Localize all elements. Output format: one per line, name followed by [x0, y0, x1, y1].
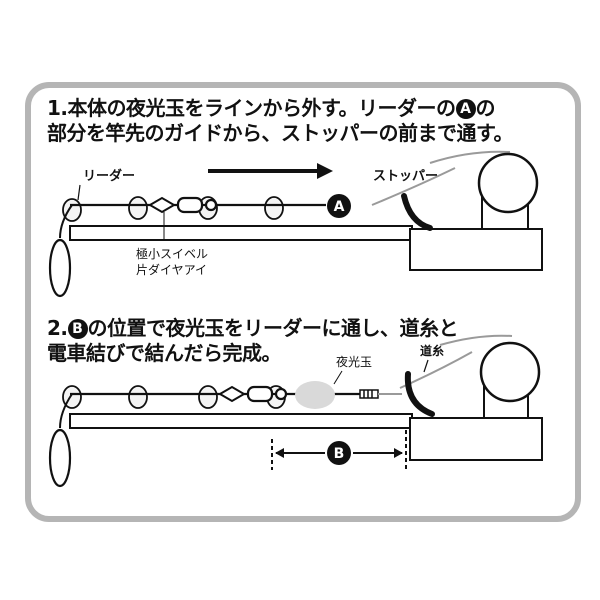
- guide-ring: [128, 385, 148, 409]
- stopper-1: [401, 193, 433, 231]
- step2-prefix: 2.: [47, 316, 68, 340]
- marker-a-label: A: [334, 199, 345, 215]
- swivel-1: [148, 196, 218, 214]
- step2-text: の位置で夜光玉をリーダーに通し、道糸と: [87, 316, 459, 340]
- reel-spool-2: [479, 341, 541, 403]
- marker-b-label: B: [334, 446, 345, 462]
- main-line-knot: [404, 371, 435, 417]
- leader-label: リーダー: [83, 168, 135, 184]
- marker-a-badge: A: [455, 99, 476, 119]
- panel-2: 夜光玉 道糸 B: [48, 334, 543, 488]
- rod-butt-1: [409, 228, 543, 271]
- stopper-label: ストッパー: [373, 169, 438, 184]
- guide-ring: [128, 196, 148, 220]
- marker-b-badge: B: [67, 319, 88, 339]
- step1-text-a: 1.本体の夜光玉をラインから外す。リーダーの: [47, 96, 456, 120]
- guide-ring: [198, 385, 218, 409]
- knot-coils: [359, 389, 379, 399]
- rod-tip-2: [69, 413, 413, 429]
- glow-ball: [295, 381, 335, 409]
- glow-ball-label: 夜光玉: [336, 354, 372, 369]
- reel-1: [477, 152, 539, 233]
- guides-1: [62, 196, 284, 222]
- end-loop-1: [48, 238, 72, 298]
- step1-text-b: の: [475, 96, 496, 120]
- marker-b-circle: [327, 441, 351, 465]
- reel-line-1: [371, 167, 456, 206]
- marker-a-circle: [327, 194, 351, 218]
- rod-butt-2: [409, 417, 543, 461]
- step2-line2: 電車結びで結んだら完成。: [47, 341, 282, 365]
- end-loop-2: [48, 428, 72, 488]
- instruction-frame: [25, 82, 581, 522]
- swivel-label-line1: 極小スイベル: [136, 246, 208, 261]
- reel-spool-1: [477, 152, 539, 214]
- swivel-label-line2: 片ダイヤアイ: [136, 262, 207, 277]
- step1-line2: 部分を竿先のガイドから、ストッパーの前まで通す。: [47, 121, 514, 145]
- reel-2: [479, 341, 541, 421]
- main-line-label: 道糸: [420, 343, 444, 358]
- swivel-2: [218, 385, 288, 403]
- guide-ring: [264, 196, 284, 220]
- panel-1: A リーダー ストッパー 極小スイベル 片ダイヤアイ: [48, 150, 543, 298]
- rod-tip-1: [69, 225, 413, 241]
